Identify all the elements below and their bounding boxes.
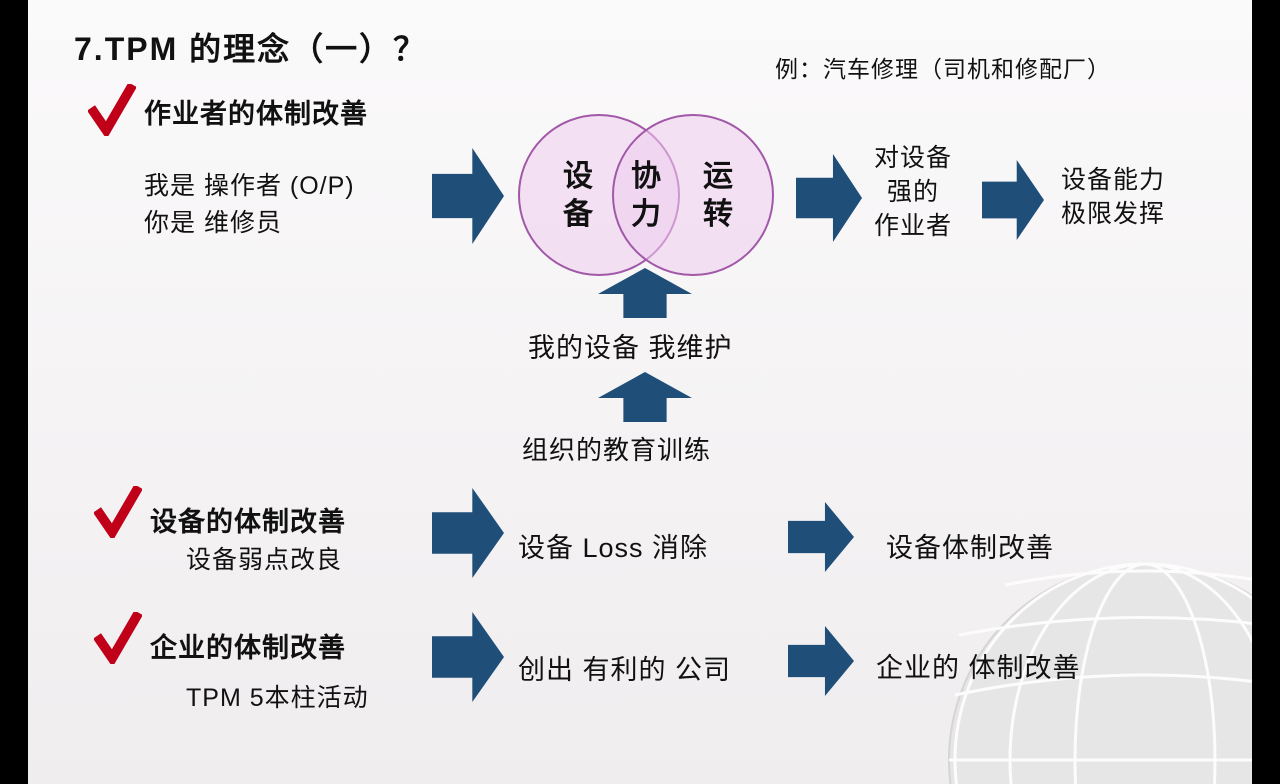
section2-heading: 设备的体制改善: [150, 507, 346, 537]
section3-sub: TPM 5本柱活动: [186, 684, 369, 712]
section2-sub: 设备弱点改良: [186, 546, 343, 574]
section3-result: 企业的 体制改善: [876, 653, 1081, 683]
section3-heading: 企业的体制改善: [150, 633, 346, 663]
arrow-right-icon: [788, 502, 854, 572]
globe-watermark-icon: [948, 562, 1265, 784]
section1-line1: 我是 操作者 (O/P): [144, 172, 355, 200]
section3-step: 创出 有利的 公司: [518, 655, 732, 685]
arrow-up-icon: [598, 372, 692, 422]
section2-step: 设备 Loss 消除: [518, 533, 709, 563]
page-title: 7.TPM 的理念（一）？: [74, 31, 428, 67]
example-note: 例：汽车修理（司机和修配厂）: [775, 56, 1111, 82]
section1-result-end: 设备能力 极限发挥: [1060, 166, 1165, 228]
venn-left-label: 设 备: [563, 160, 593, 231]
arrow-right-icon: [432, 488, 504, 578]
arrow-right-icon: [432, 148, 504, 244]
section2-result: 设备体制改善: [886, 533, 1054, 563]
section1-line2: 你是 维修员: [144, 209, 282, 237]
check-icon: [94, 486, 142, 538]
support2-text: 组织的教育训练: [522, 435, 712, 465]
support1-text: 我的设备 我维护: [528, 333, 733, 363]
check-icon: [94, 612, 142, 664]
check-icon: [88, 84, 136, 136]
right-letterbox-bar: [1252, 0, 1280, 784]
venn-right-circle: [612, 114, 774, 276]
arrow-up-icon: [598, 268, 692, 318]
arrow-right-icon: [432, 612, 504, 702]
left-letterbox-bar: [0, 0, 28, 784]
venn-right-label: 运 转: [703, 160, 733, 231]
arrow-right-icon: [788, 626, 854, 696]
arrow-right-icon: [982, 160, 1044, 240]
venn-middle-label: 协 力: [631, 160, 661, 231]
section1-result-mid: 对设备 强的 作业者: [873, 144, 952, 240]
section1-heading: 作业者的体制改善: [144, 99, 368, 129]
